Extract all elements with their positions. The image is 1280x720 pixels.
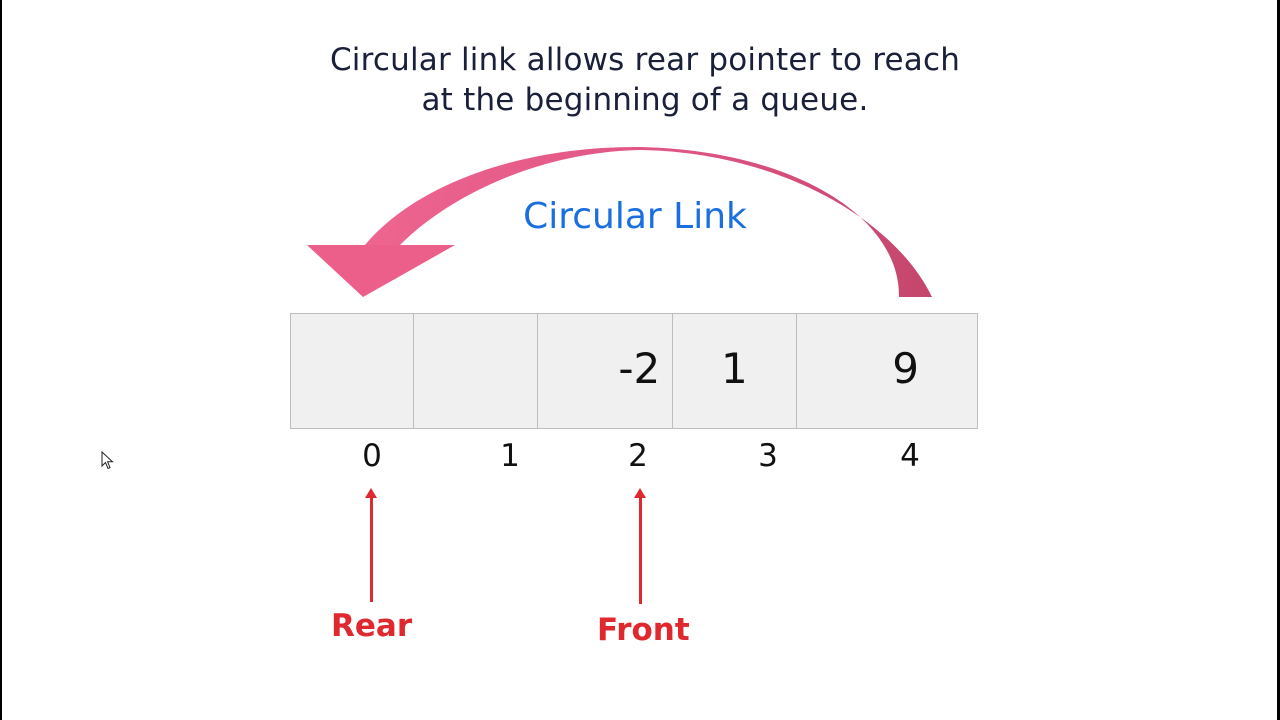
index-label-2: 2	[628, 438, 648, 474]
queue-cell-4: 9	[892, 343, 920, 393]
frame-border-right	[1277, 0, 1280, 720]
index-label-4: 4	[900, 438, 920, 474]
index-label-3: 3	[758, 438, 778, 474]
circular-link-label: Circular Link	[523, 196, 747, 237]
frame-border-left	[0, 0, 2, 720]
queue-cell-1	[414, 314, 538, 428]
queue-cell-3: 1	[673, 314, 797, 428]
rear-pointer-arrow-icon	[365, 488, 377, 602]
rear-pointer-label: Rear	[331, 608, 413, 644]
queue-array: -2 1 9	[290, 313, 978, 429]
front-pointer-label: Front	[597, 612, 690, 648]
mouse-pointer-icon	[101, 451, 114, 470]
front-pointer-arrow-icon	[634, 488, 646, 604]
index-label-1: 1	[500, 438, 520, 474]
index-label-0: 0	[362, 438, 382, 474]
queue-cell-2: -2	[538, 314, 674, 428]
caption-line-1: Circular link allows rear pointer to rea…	[329, 42, 961, 78]
caption-line-2: at the beginning of a queue.	[421, 82, 869, 118]
queue-cell-0	[291, 314, 415, 428]
diagram-caption: Circular link allows rear pointer to rea…	[240, 40, 1050, 120]
